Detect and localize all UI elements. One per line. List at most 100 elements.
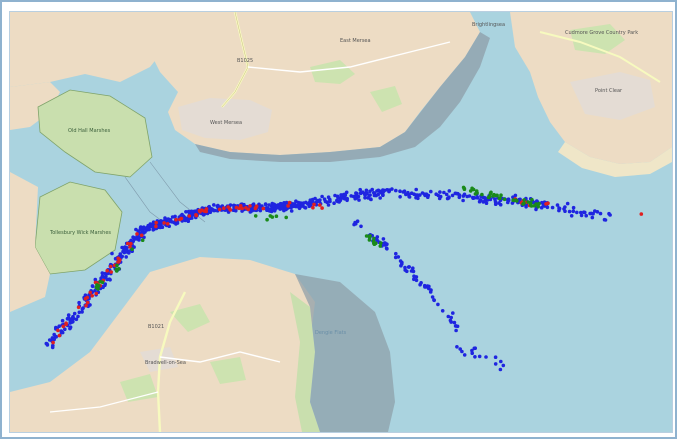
observation-point [47,338,52,342]
observation-point [238,204,243,208]
observation-point [105,268,109,273]
observation-point [335,194,340,199]
observation-point [61,324,66,329]
green-patch-mersea-2 [370,86,402,112]
observation-point [493,202,498,206]
observation-point [454,191,459,196]
observation-point [396,255,401,259]
observation-point [602,217,607,222]
observation-point [274,214,279,218]
observation-point [567,209,572,214]
observation-point [88,303,92,307]
observation-point [138,226,143,230]
urban-west-mersea [178,98,272,140]
observation-point [365,191,369,196]
observation-point [202,212,206,216]
observation-point [318,203,322,207]
observation-point [521,202,525,206]
observation-point [174,217,178,222]
observation-point [357,198,361,202]
observation-point [497,201,501,205]
map-viewport[interactable]: Brightlingsea Cudmore Grove Country Park… [9,11,673,433]
observation-point [470,351,475,356]
observation-point [510,201,515,205]
observation-point [477,199,482,204]
observation-points [44,185,644,372]
observation-point [529,204,534,208]
observation-point [545,205,550,210]
observation-point [575,210,579,215]
observation-point [359,224,363,229]
label-west-mersea: West Mersea [210,120,242,126]
observation-point [398,259,403,263]
observation-point [368,234,372,238]
observation-point [571,209,576,214]
observation-point [412,277,416,282]
observation-point [291,203,296,207]
observation-point [303,205,307,210]
road-south-3 [49,391,159,413]
label-east-mersea: East Mersea [340,38,371,44]
observation-point [608,213,612,217]
observation-point [498,196,502,201]
observation-point [591,211,595,216]
observation-point [90,284,95,288]
observation-point [394,251,398,256]
observation-point [447,189,452,193]
observation-point [595,210,600,214]
observation-point [154,224,158,229]
observation-point [100,271,105,275]
observation-point [56,328,60,333]
observation-point [234,205,239,210]
observation-point [502,197,507,202]
observation-point [484,355,488,359]
observation-point [557,208,561,213]
observation-point [468,189,473,193]
observation-point [84,303,88,308]
green-cudmore [570,24,625,54]
observation-point [126,241,130,246]
observation-point [426,195,430,199]
observation-point [129,241,133,246]
observation-point [359,191,363,196]
observation-point [455,324,460,329]
observation-point [100,280,105,285]
observation-point [312,202,316,207]
observation-point [93,277,98,282]
observation-point [162,221,166,225]
label-tollesbury-wick: Tollesbury Wick Marshes [49,230,111,236]
observation-point [326,195,331,199]
observation-point [367,193,371,198]
observation-point [339,193,343,197]
observation-point [250,209,254,213]
observation-point [444,192,449,197]
observation-point [430,295,435,299]
observation-point [472,196,477,200]
observation-point [66,313,71,317]
observation-point [541,203,546,208]
observation-point [125,246,129,250]
observation-point [475,196,480,200]
land-west-edge [10,82,60,130]
observation-point [254,204,259,208]
observation-point [571,205,576,210]
label-cudmore-grove: Cudmore Grove Country Park [565,30,638,36]
label-brightlingsea: Brightlingsea [472,22,505,28]
observation-point [343,193,348,197]
observation-point [472,346,477,351]
observation-point [470,348,474,353]
observation-point [263,202,268,206]
observation-point [335,198,339,203]
observation-point [308,203,313,207]
observation-point [208,210,213,214]
observation-point [286,204,290,208]
observation-point [145,226,150,231]
observation-point [394,188,398,193]
map-canvas[interactable]: Brightlingsea Cudmore Grove Country Park… [10,12,672,432]
observation-point [532,204,537,208]
observation-point [403,268,408,272]
observation-point [90,294,94,298]
observation-point [57,324,61,329]
observation-point [379,241,383,245]
observation-point [501,363,506,368]
